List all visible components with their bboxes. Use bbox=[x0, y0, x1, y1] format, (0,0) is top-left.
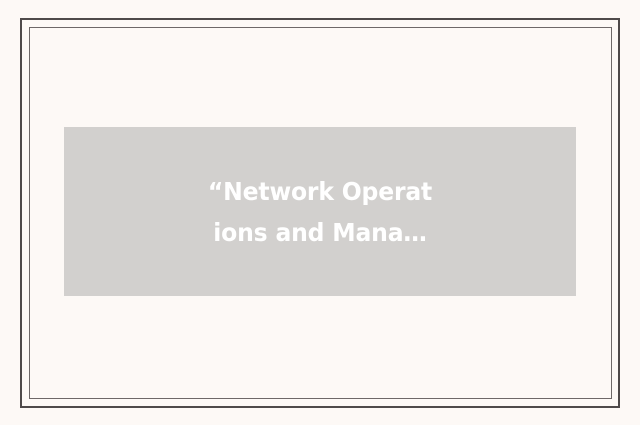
inner-border bbox=[29, 27, 612, 399]
outer-border bbox=[20, 18, 620, 408]
image-placeholder[interactable]: “Network Operat ions and Mana… bbox=[64, 127, 576, 296]
placeholder-caption: “Network Operat ions and Mana… bbox=[207, 176, 433, 247]
